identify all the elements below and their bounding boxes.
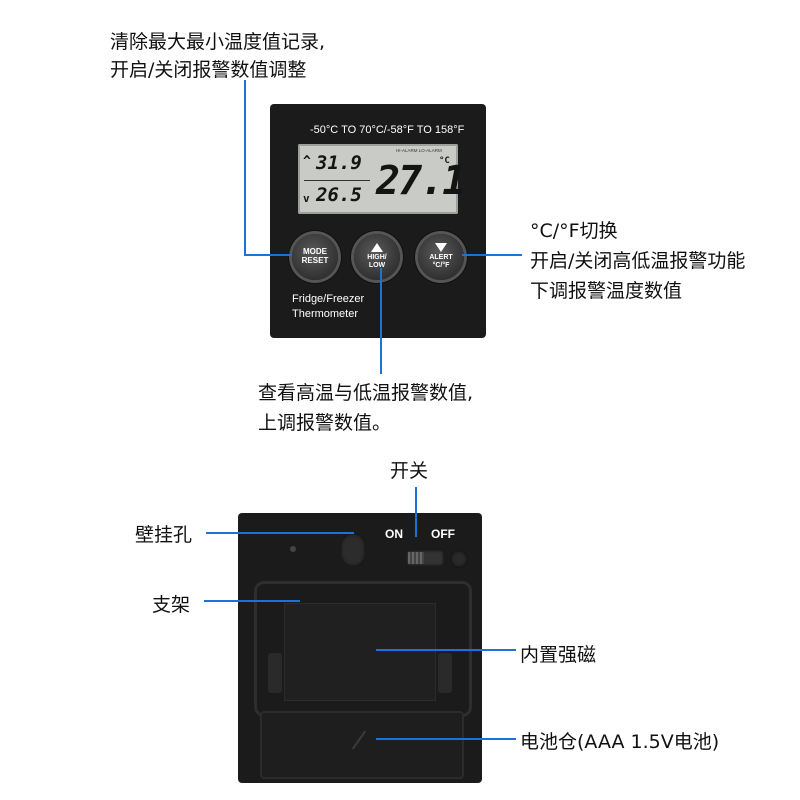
leader-magnet (376, 649, 516, 651)
up-triangle-icon (371, 243, 383, 252)
on-label: ON (385, 527, 403, 541)
back-round-button (450, 550, 468, 568)
annotation-clear-line1: 清除最大最小温度值记录, (110, 31, 326, 53)
magnet-area (284, 603, 436, 701)
range-text: -50°C TO 70°C/-58°F TO 158°F (310, 124, 465, 136)
annotation-wall-hole: 壁挂孔 (135, 524, 193, 546)
max-temperature: 31.9 (316, 152, 362, 174)
battery-compartment[interactable] (260, 711, 464, 779)
unit-label: °C (439, 156, 450, 166)
current-temperature: 27.1 (376, 158, 466, 204)
up-arrow: ^ (303, 154, 311, 169)
leader-stand (204, 600, 300, 602)
leader-switch (415, 487, 417, 537)
model-line1: Fridge/Freezer (292, 293, 365, 305)
stand-hinge-right (438, 653, 452, 693)
annotation-unit-line1: °C/°F切换 (530, 220, 618, 242)
annotation-unit-line3: 下调报警温度数值 (530, 280, 683, 302)
down-triangle-icon (435, 243, 447, 252)
leader-view (380, 268, 382, 374)
annotation-clear-line2: 开启/关闭报警数值调整 (110, 59, 307, 81)
annotation-magnet: 内置强磁 (520, 644, 597, 666)
hi-alarm-label: HI-ALARM (396, 148, 418, 153)
alert-unit-button[interactable]: ALERT °C/°F (418, 234, 464, 280)
leader-wall-hole (206, 532, 354, 534)
annotation-stand: 支架 (152, 594, 191, 616)
down-arrow: v (303, 192, 310, 205)
leader-clear-horizontal (244, 254, 292, 256)
thermometer-back: ON OFF (238, 513, 482, 783)
lcd-screen: HI-ALARM LO-ALARM ^ 31.9 v 26.5 27.1 °C (298, 144, 466, 214)
annotation-view-line1: 查看高温与低温报警数值, (258, 382, 474, 404)
mode-reset-button[interactable]: MODE RESET (292, 234, 338, 280)
annotation-switch: 开关 (390, 460, 429, 482)
min-temperature: 26.5 (316, 184, 362, 206)
annotation-unit-line2: 开启/关闭高低温报警功能 (530, 250, 746, 272)
annotation-battery: 电池仓(AAA 1.5V电池) (520, 731, 720, 753)
lo-alarm-label: LO-ALARM (418, 148, 442, 153)
wall-hole (340, 533, 366, 567)
annotation-view-line2: 上调报警数值。 (258, 412, 392, 434)
off-label: OFF (431, 527, 455, 541)
leader-battery (376, 738, 516, 740)
leader-unit (462, 254, 522, 256)
power-switch[interactable] (406, 550, 444, 566)
leader-clear-vertical (244, 80, 246, 256)
stand-hinge-left (268, 653, 282, 693)
thermometer-front: -50°C TO 70°C/-58°F TO 158°F HI-ALARM LO… (270, 104, 486, 338)
switch-knob[interactable] (408, 552, 424, 564)
model-line2: Thermometer (292, 308, 359, 320)
high-low-button[interactable]: HIGH/ LOW (354, 234, 400, 280)
divider-line (304, 180, 370, 181)
indicator-dot (290, 546, 296, 552)
battery-cover-notch (351, 730, 367, 750)
